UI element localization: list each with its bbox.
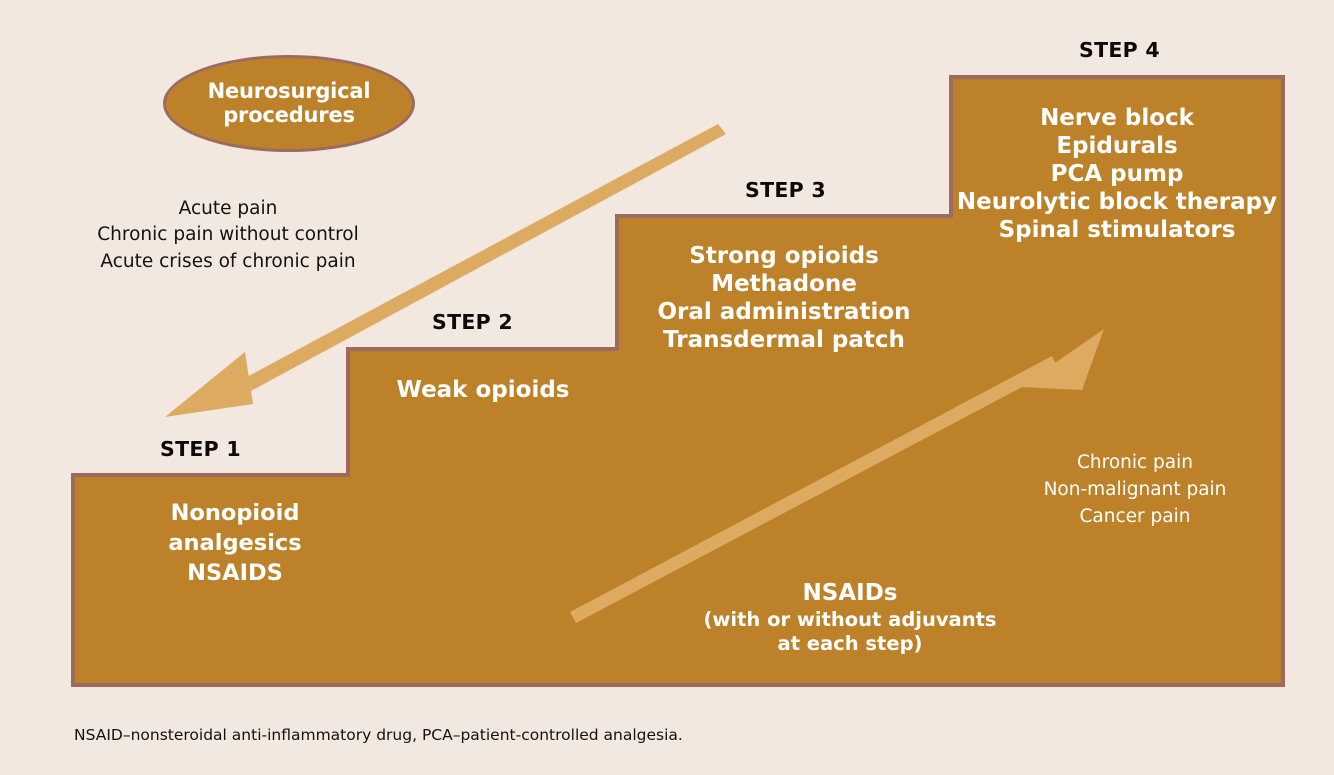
ascending-arrow bbox=[570, 329, 1104, 623]
left-indication-1: Acute pain bbox=[178, 198, 278, 219]
step-1-item-2: analgesics bbox=[168, 530, 302, 557]
footnote: NSAID–nonsteroidal anti-inflammatory dru… bbox=[74, 726, 683, 744]
step-3-item-3: Oral administration bbox=[657, 299, 911, 326]
step-2-item-1: Weak opioids bbox=[396, 377, 570, 403]
adjuvant-note: NSAIDs (with or without adjuvants at eac… bbox=[665, 580, 1035, 656]
callout-line-2: procedures bbox=[223, 102, 355, 127]
neurosurgical-callout: Neurosurgical procedures bbox=[163, 55, 415, 152]
step-4-item-2: Epidurals bbox=[1056, 133, 1178, 160]
step-4-item-5: Spinal stimulators bbox=[998, 217, 1236, 244]
adjuvant-note-line-2: (with or without adjuvants bbox=[703, 607, 997, 631]
step-4-content: Nerve block Epidurals PCA pump Neurolyti… bbox=[951, 104, 1283, 244]
adjuvant-note-title: NSAIDs bbox=[802, 580, 898, 606]
step-3-item-2: Methadone bbox=[711, 271, 857, 298]
neurosurgical-callout-label: Neurosurgical procedures bbox=[207, 78, 371, 127]
step-2-caption: STEP 2 bbox=[432, 310, 513, 334]
step-1-item-1: Nonopioid bbox=[170, 500, 300, 526]
right-indication-2: Non-malignant pain bbox=[1043, 478, 1227, 500]
adjuvant-note-line-3: at each step) bbox=[777, 631, 923, 655]
step-1-caption: STEP 1 bbox=[160, 437, 241, 461]
callout-line-1: Neurosurgical bbox=[207, 78, 371, 103]
step-3-item-4: Transdermal patch bbox=[663, 327, 905, 354]
step-4-item-1: Nerve block bbox=[1040, 105, 1194, 131]
step-1-content: Nonopioid analgesics NSAIDS bbox=[125, 498, 345, 588]
left-indication-3: Acute crises of chronic pain bbox=[100, 250, 356, 272]
left-indication-2: Chronic pain without control bbox=[97, 224, 359, 246]
step-4-item-4: Neurolytic block therapy bbox=[956, 189, 1278, 216]
left-indications: Acute pain Chronic pain without control … bbox=[73, 196, 383, 275]
step-2-content: Weak opioids bbox=[348, 376, 618, 404]
right-indication-1: Chronic pain bbox=[1076, 452, 1194, 473]
right-indication-3: Cancer pain bbox=[1079, 505, 1191, 527]
step-3-caption: STEP 3 bbox=[745, 178, 826, 202]
step-3-content: Strong opioids Methadone Oral administra… bbox=[617, 242, 951, 354]
right-indications: Chronic pain Non-malignant pain Cancer p… bbox=[985, 450, 1285, 530]
step-3-item-1: Strong opioids bbox=[689, 243, 879, 269]
staircase-shape bbox=[71, 75, 1285, 687]
step-1-item-3: NSAIDS bbox=[187, 560, 283, 587]
step-4-item-3: PCA pump bbox=[1050, 161, 1184, 188]
step-4-caption: STEP 4 bbox=[1079, 38, 1160, 62]
descending-arrow bbox=[165, 124, 726, 417]
